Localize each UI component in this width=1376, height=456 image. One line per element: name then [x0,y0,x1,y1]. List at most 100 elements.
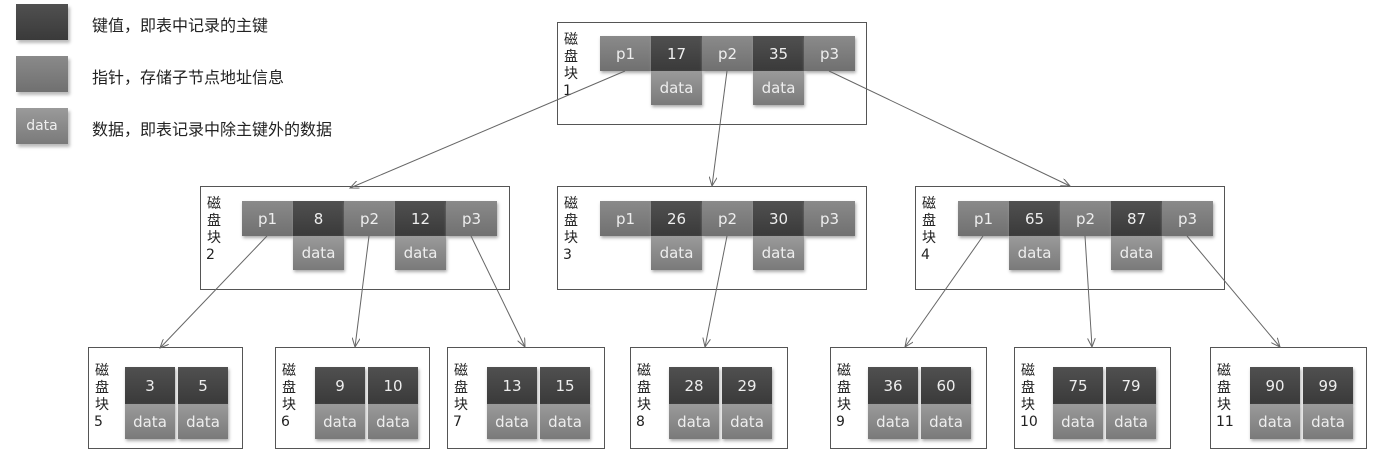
data-cell: data [753,71,804,105]
legend-swatch-ptr [16,56,68,92]
edge-arrow [355,235,370,347]
key-cell: 75 [1053,367,1103,404]
block-label-char: 磁 [922,196,936,212]
data-cell: data [487,404,537,439]
key-cell: 8 [293,201,344,236]
pointer-cell: p2 [344,201,395,236]
legend-text-key: 键值，即表中记录的主键 [92,16,269,35]
data-cell: data [1303,404,1353,439]
legend-text-ptr: 指针，存储子节点地址信息 [92,68,285,87]
block-label-char: 盘 [1021,380,1035,396]
data-cell: data [293,236,344,270]
block-number: 7 [453,414,462,430]
key-cell: 87 [1111,201,1162,236]
key-cell: 36 [868,367,918,404]
block-number: 8 [636,414,645,430]
block-number: 6 [281,414,290,430]
block-label-char: 磁 [637,363,651,379]
key-cell: 5 [178,367,228,404]
data-cell: data [368,404,418,439]
block-label-char: 块 [637,397,651,413]
edge-arrow [1186,235,1280,347]
edge-arrow [160,235,268,348]
key-cell: 15 [540,367,590,404]
data-cell: data [753,236,804,270]
key-cell: 13 [487,367,537,404]
legend-text-dat: 数据，即表记录中除主键外的数据 [92,120,333,139]
block-label-char: 块 [922,230,936,246]
key-cell: 99 [1303,367,1353,404]
pointer-cell: p2 [702,201,753,236]
key-cell: 60 [921,367,971,404]
block-label-char: 块 [837,397,851,413]
block-label-char: 磁 [837,363,851,379]
block-label-char: 磁 [564,196,578,212]
data-cell: data [921,404,971,439]
key-cell: 65 [1009,201,1060,236]
legend-swatch-dat: data [16,108,68,144]
block-label-char: 盘 [837,380,851,396]
block-number: 5 [94,414,103,430]
block-number: 9 [836,414,845,430]
data-cell: data [178,404,228,439]
edge-arrow [1084,235,1092,347]
block-number: 1 [563,83,572,99]
data-cell: data [1106,404,1156,439]
block-label-char: 块 [1217,397,1231,413]
data-cell: data [125,404,175,439]
pointer-cell: p1 [600,201,651,236]
pointer-cell: p2 [1060,201,1111,236]
key-cell: 12 [395,201,446,236]
block-number: 11 [1216,414,1234,430]
data-cell: data [669,404,719,439]
block-label-char: 磁 [1217,363,1231,379]
pointer-cell: p3 [446,201,497,236]
edge-arrow [828,70,1070,186]
key-cell: 17 [651,36,702,71]
data-cell: data [1009,236,1060,270]
block-label-char: 磁 [282,363,296,379]
block-label-char: 磁 [1021,363,1035,379]
edge-arrow [905,235,984,347]
pointer-cell: p1 [958,201,1009,236]
block-label-char: 盘 [95,380,109,396]
data-cell: data [1250,404,1300,439]
block-label-char: 盘 [564,49,578,65]
key-cell: 90 [1250,367,1300,404]
block-label-char: 块 [95,397,109,413]
block-label-char: 盘 [1217,380,1231,396]
pointer-cell: p3 [804,36,855,71]
block-label-char: 块 [564,230,578,246]
block-label-char: 盘 [922,213,936,229]
block-label-char: 盘 [637,380,651,396]
block-label-char: 盘 [454,380,468,396]
edge-arrow [470,235,525,347]
block-number: 3 [563,247,572,263]
block-label-char: 块 [454,397,468,413]
edge-arrow [712,70,728,186]
key-cell: 9 [315,367,365,404]
block-number: 2 [206,247,215,263]
key-cell: 79 [1106,367,1156,404]
key-cell: 10 [368,367,418,404]
pointer-cell: p1 [242,201,293,236]
data-cell: data [868,404,918,439]
block-label-char: 磁 [95,363,109,379]
block-label-char: 块 [1021,397,1035,413]
data-cell: data [395,236,446,270]
data-cell: data [651,71,702,105]
key-cell: 29 [722,367,772,404]
pointer-cell: p3 [1162,201,1213,236]
